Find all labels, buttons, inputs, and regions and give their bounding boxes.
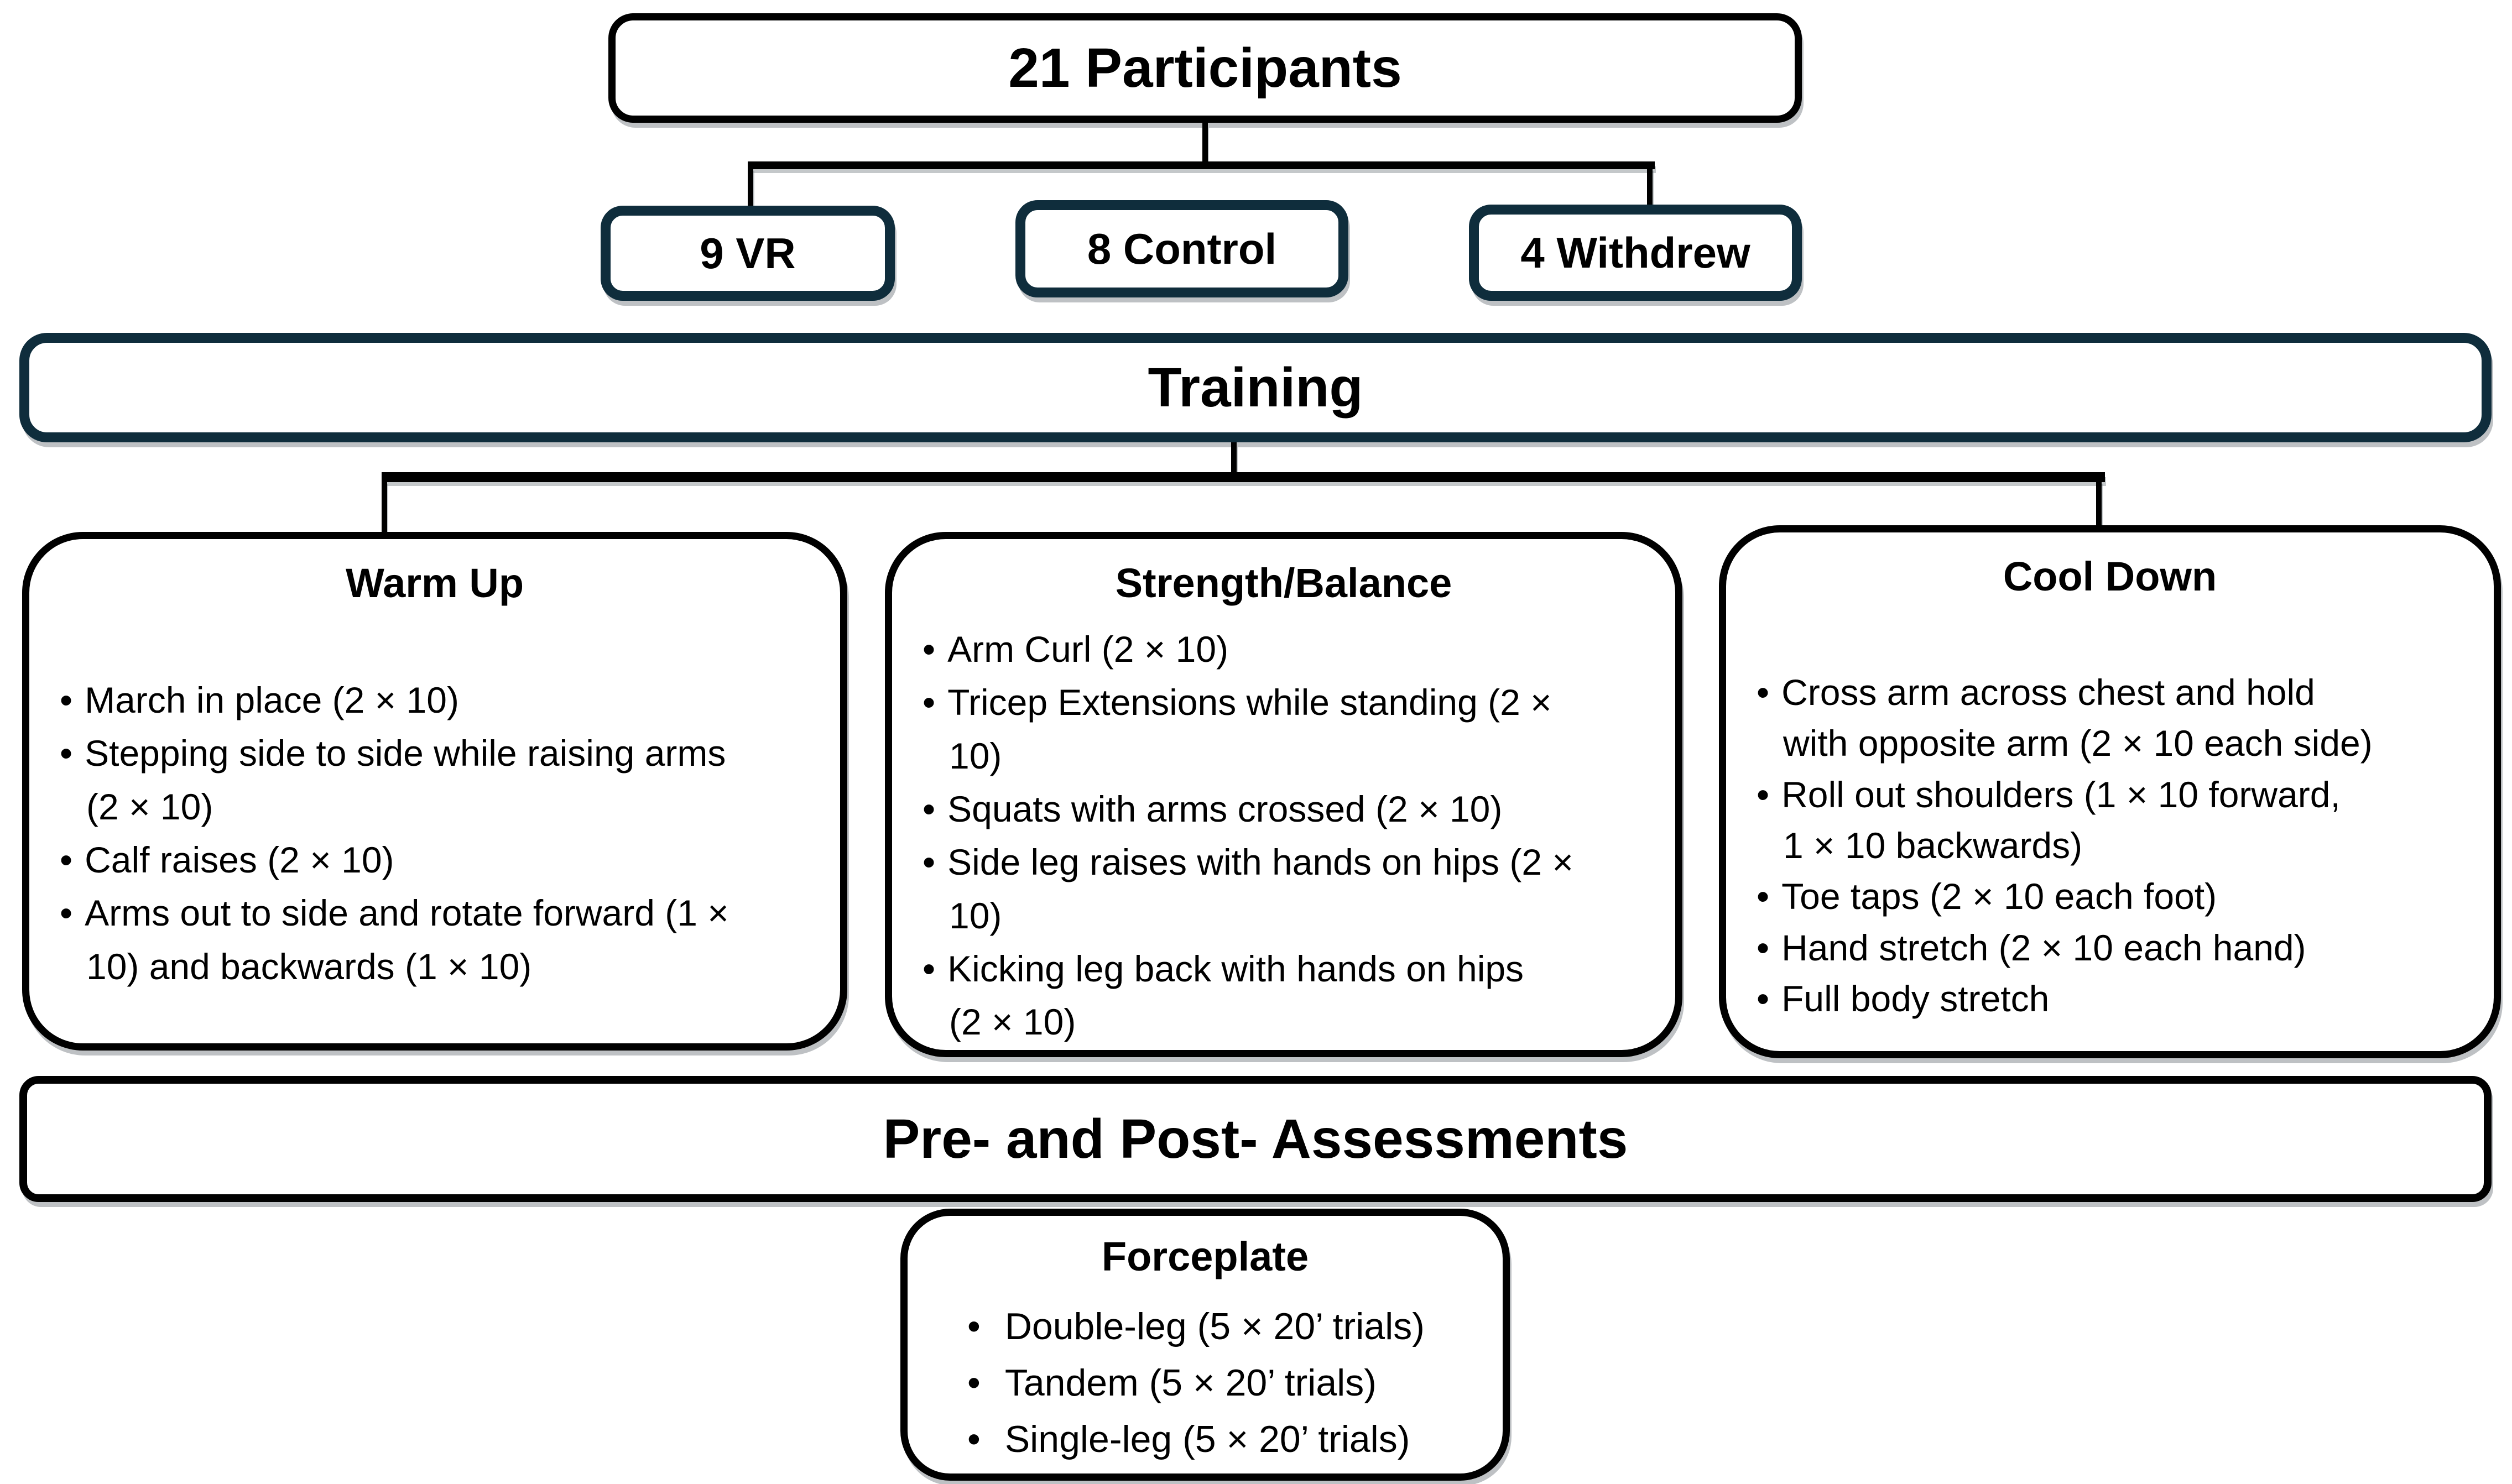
cooldown-item: Cross arm across chest and hold with opp… — [1757, 667, 2463, 769]
strength-balance-box: Strength/Balance Arm Curl (2 × 10) Trice… — [885, 532, 1682, 1057]
cooldown-box: Cool Down Cross arm across chest and hol… — [1719, 525, 2501, 1058]
strength-balance-title: Strength/Balance — [1115, 560, 1452, 606]
warmup-list: March in place (2 × 10) Stepping side to… — [60, 673, 810, 993]
connector-drop-cooldown — [2096, 479, 2102, 527]
participants-label: 21 Participants — [1008, 37, 1402, 99]
assessments-box: Pre- and Post- Assessments — [19, 1076, 2492, 1202]
forceplate-item: Single-leg (5 × 20’ trials) — [967, 1411, 1464, 1467]
strength-balance-item: Side leg raises with hands on hips (2 × … — [923, 835, 1645, 942]
group-vr-label: 9 VR — [700, 228, 796, 278]
connector-participants-stem — [1202, 123, 1208, 165]
connector-groups-crossbar — [748, 161, 1655, 169]
group-withdrew-label: 4 Withdrew — [1520, 228, 1750, 277]
strength-balance-item: Tricep Extensions while standing (2 × 10… — [923, 676, 1645, 782]
cooldown-item: Toe taps (2 × 10 each foot) — [1757, 871, 2463, 922]
warmup-title: Warm Up — [345, 560, 524, 606]
cooldown-item: Full body stretch — [1757, 973, 2463, 1024]
strength-balance-item: Kicking leg back with hands on hips (2 ×… — [923, 942, 1645, 1049]
group-box-withdrew: 4 Withdrew — [1469, 205, 1802, 301]
forceplate-item: Double-leg (5 × 20’ trials) — [967, 1298, 1464, 1355]
participants-box: 21 Participants — [608, 13, 1802, 123]
cooldown-item: Hand stretch (2 × 10 each hand) — [1757, 922, 2463, 973]
warmup-item: March in place (2 × 10) — [60, 673, 810, 727]
forceplate-item: Tandem (5 × 20’ trials) — [967, 1355, 1464, 1411]
warmup-item: Calf raises (2 × 10) — [60, 833, 810, 886]
connector-training-stem — [1231, 442, 1237, 475]
group-box-control: 8 Control — [1015, 200, 1348, 297]
cooldown-list: Cross arm across chest and hold with opp… — [1757, 667, 2463, 1025]
training-box: Training — [19, 333, 2492, 442]
warmup-item: Stepping side to side while raising arms… — [60, 727, 810, 833]
strength-balance-item: Squats with arms crossed (2 × 10) — [923, 782, 1645, 835]
connector-drop-warmup — [382, 479, 387, 533]
assessments-label: Pre- and Post- Assessments — [883, 1108, 1628, 1170]
warmup-box: Warm Up March in place (2 × 10) Stepping… — [22, 532, 847, 1051]
strength-balance-item: Arm Curl (2 × 10) — [923, 623, 1645, 676]
group-control-label: 8 Control — [1087, 224, 1277, 273]
connector-sections-crossbar — [382, 472, 2105, 482]
connector-drop-vr — [748, 166, 753, 209]
forceplate-list: Double-leg (5 × 20’ trials) Tandem (5 × … — [946, 1298, 1464, 1467]
cooldown-item: Roll out shoulders (1 × 10 forward, 1 × … — [1757, 769, 2463, 871]
forceplate-title: Forceplate — [1101, 1234, 1309, 1279]
cooldown-title: Cool Down — [2003, 553, 2217, 599]
training-label: Training — [1148, 357, 1363, 419]
strength-balance-list: Arm Curl (2 × 10) Tricep Extensions whil… — [923, 623, 1645, 1049]
warmup-item: Arms out to side and rotate forward (1 ×… — [60, 886, 810, 993]
group-box-vr: 9 VR — [601, 206, 895, 301]
connector-drop-withdrew — [1647, 166, 1653, 209]
forceplate-box: Forceplate Double-leg (5 × 20’ trials) T… — [900, 1209, 1510, 1481]
